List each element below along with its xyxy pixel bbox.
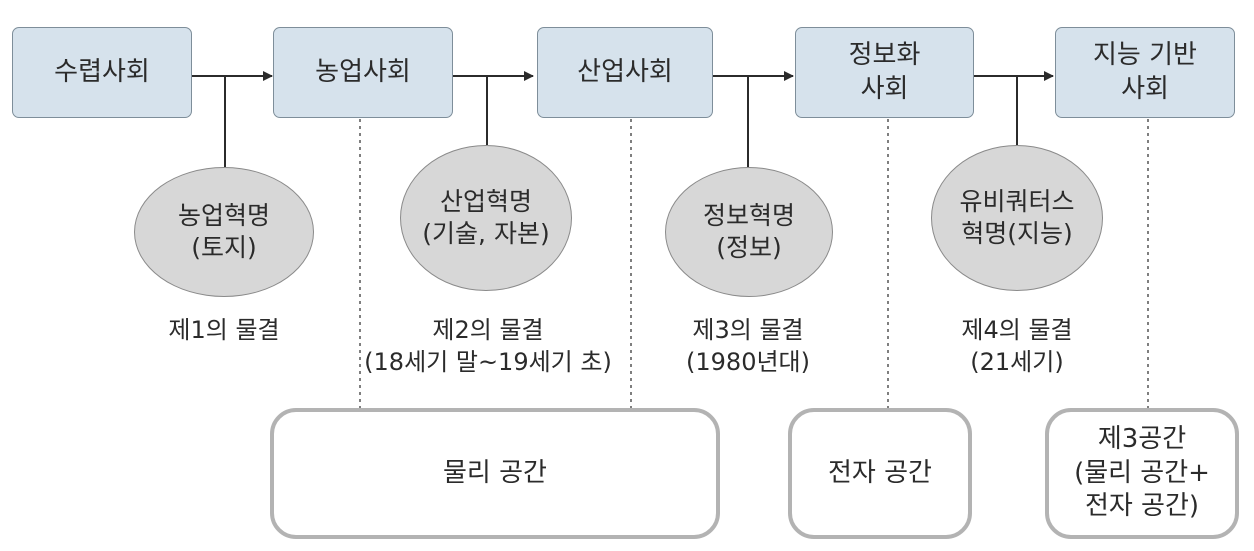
revolution-ubiquitous: 유비쿼터스 혁명(지능) <box>931 145 1103 291</box>
wave-label-3: 제3의 물결 (1980년대) <box>686 316 810 377</box>
society-industrial: 산업사회 <box>537 27 713 118</box>
society-intelligence: 지능 기반 사회 <box>1055 27 1235 118</box>
society-hunting: 수렵사회 <box>12 27 192 118</box>
space-physical: 물리 공간 <box>270 408 720 539</box>
revolution-industrial: 산업혁명 (기술, 자본) <box>400 145 572 291</box>
revolution-information: 정보혁명 (정보) <box>665 167 833 297</box>
revolution-agricultural: 농업혁명 (토지) <box>134 167 314 297</box>
wave-label-2: 제2의 물결 (18세기 말~19세기 초) <box>364 316 612 377</box>
space-electronic: 전자 공간 <box>788 408 972 539</box>
wave-label-1: 제1의 물결 <box>168 316 280 344</box>
wave-label-4: 제4의 물결 (21세기) <box>961 316 1073 377</box>
society-information: 정보화 사회 <box>795 27 974 118</box>
space-third: 제3공간 (물리 공간+ 전자 공간) <box>1045 408 1239 539</box>
society-agricultural: 농업사회 <box>273 27 453 118</box>
